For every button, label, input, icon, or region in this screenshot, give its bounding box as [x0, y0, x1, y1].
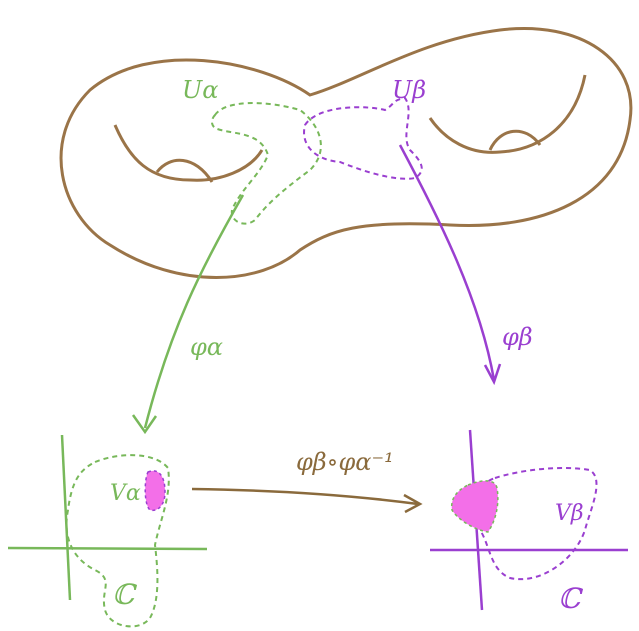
surface-outline — [59, 27, 633, 279]
left-plane-vertical-axis — [60, 434, 72, 601]
left-plane-horizontal-axis — [7, 546, 208, 551]
phi-alpha-arrowhead — [131, 414, 158, 435]
label-u-beta: Uβ — [392, 76, 426, 104]
transition-arrow — [191, 487, 419, 506]
label-c-left: ℂ — [112, 578, 138, 611]
label-phi-alpha: φα — [190, 333, 223, 361]
v-beta-overlap — [450, 480, 499, 533]
surface-left-hole — [113, 124, 264, 182]
v-alpha-overlap — [144, 470, 166, 512]
transition-arrowhead — [403, 493, 423, 514]
surface-left-hole-inner — [155, 158, 214, 183]
phi-beta-arrowhead — [483, 363, 502, 386]
phi-alpha-arrow — [143, 194, 245, 429]
v-alpha-region — [65, 454, 170, 628]
label-phi-beta: φβ — [502, 323, 533, 351]
surface-right-hole — [428, 74, 587, 154]
label-v-alpha: Vα — [110, 481, 141, 506]
label-c-right: ℂ — [558, 582, 584, 615]
label-u-alpha: Uα — [182, 76, 218, 104]
label-transition: φβ∘φα⁻¹ — [296, 448, 394, 476]
u-alpha-region — [211, 102, 322, 225]
label-v-beta: Vβ — [555, 501, 584, 526]
surface-right-hole-inner — [488, 129, 542, 151]
phi-beta-arrow — [398, 144, 496, 381]
u-beta-region — [303, 96, 423, 180]
